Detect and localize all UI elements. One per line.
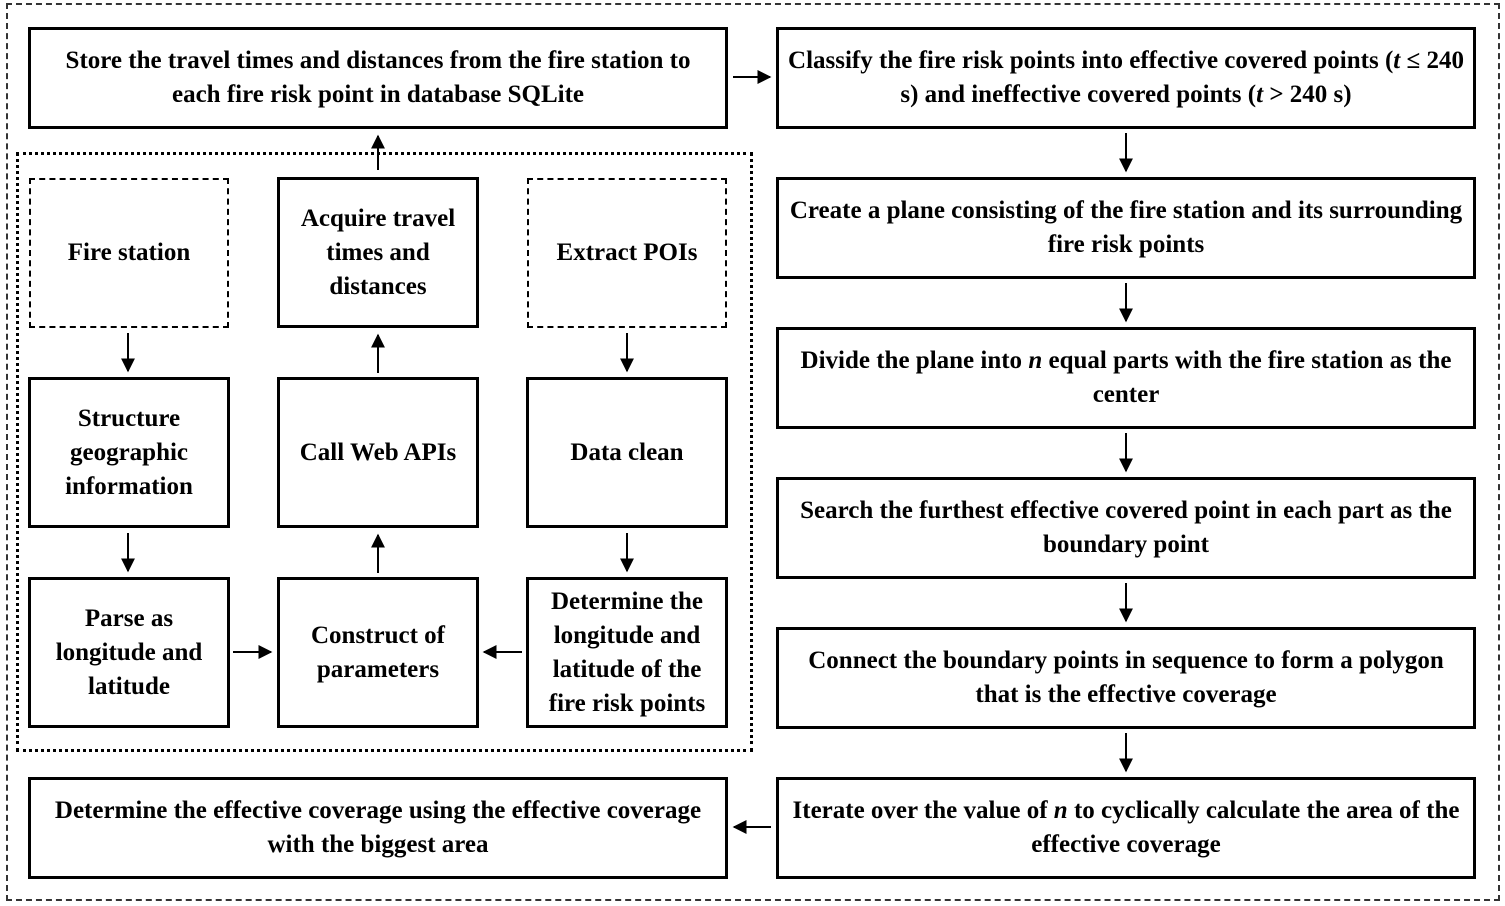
- create-plane-label: Create a plane consisting of the fire st…: [789, 197, 1463, 258]
- determine-coverage-label: Determine the effective coverage using t…: [54, 797, 702, 858]
- connect-boundary-box: Connect the boundary points in sequence …: [776, 627, 1476, 729]
- parse-lon-lat-label: Parse as longitude and latitude: [55, 604, 203, 700]
- structure-geo-info-label: Structure geographic information: [65, 404, 193, 500]
- store-in-sqlite-box: Store the travel times and distances fro…: [28, 27, 728, 129]
- structure-geo-info-box: Structure geographic information: [28, 377, 230, 528]
- determine-lon-lat-box: Determine the longitude and latitude of …: [526, 577, 728, 728]
- data-clean-box: Data clean: [526, 377, 728, 528]
- data-acquisition-dotted-frame: [16, 152, 753, 752]
- data-clean-label: Data clean: [570, 438, 684, 466]
- divide-plane-label: Divide the plane into n equal parts with…: [800, 347, 1452, 408]
- construct-parameters-box: Construct of parameters: [277, 577, 479, 728]
- outer-dashed-frame: [6, 3, 1500, 901]
- create-plane-box: Create a plane consisting of the fire st…: [776, 177, 1476, 279]
- determine-coverage-box: Determine the effective coverage using t…: [28, 777, 728, 879]
- extract-pois-label: Extract POIs: [556, 239, 698, 266]
- connect-boundary-label: Connect the boundary points in sequence …: [808, 647, 1444, 708]
- store-in-sqlite-label: Store the travel times and distances fro…: [65, 47, 691, 108]
- search-boundary-box: Search the furthest effective covered po…: [776, 477, 1476, 579]
- iterate-n-label: Iterate over the value of n to cyclicall…: [792, 797, 1460, 858]
- divide-plane-box: Divide the plane into n equal parts with…: [776, 327, 1476, 429]
- classify-points-box: Classify the fire risk points into effec…: [776, 27, 1476, 129]
- fire-station-box: Fire station: [29, 178, 229, 328]
- call-web-apis-box: Call Web APIs: [277, 377, 479, 528]
- fire-station-label: Fire station: [67, 239, 191, 266]
- parse-lon-lat-box: Parse as longitude and latitude: [28, 577, 230, 728]
- determine-lon-lat-label: Determine the longitude and latitude of …: [548, 587, 706, 717]
- acquire-travel-times-label: Acquire travel times and distances: [300, 204, 456, 300]
- search-boundary-label: Search the furthest effective covered po…: [800, 497, 1452, 558]
- classify-points-label: Classify the fire risk points into effec…: [788, 47, 1464, 108]
- call-web-apis-label: Call Web APIs: [299, 438, 457, 466]
- acquire-travel-times-box: Acquire travel times and distances: [277, 177, 479, 328]
- extract-pois-box: Extract POIs: [527, 178, 727, 328]
- construct-parameters-label: Construct of parameters: [310, 621, 445, 683]
- iterate-n-box: Iterate over the value of n to cyclicall…: [776, 777, 1476, 879]
